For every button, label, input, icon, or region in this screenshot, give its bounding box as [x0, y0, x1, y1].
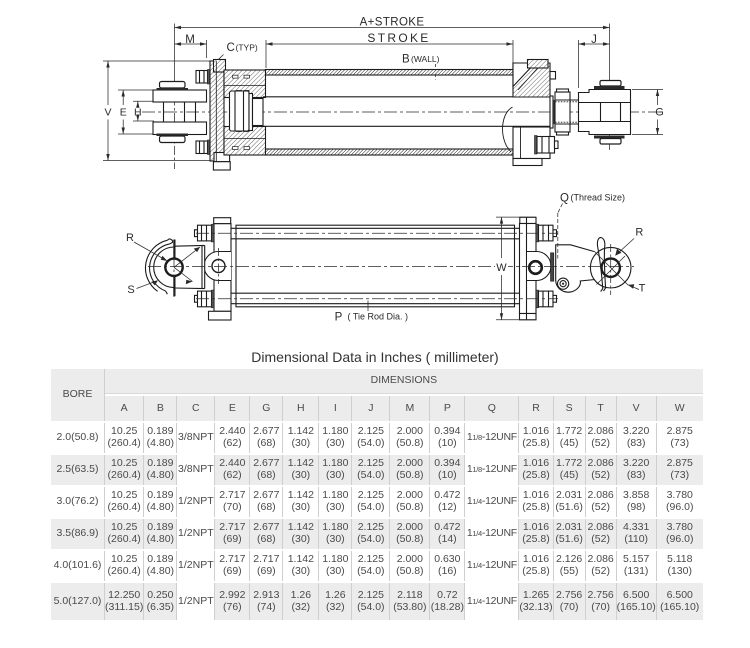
svg-text:STROKE: STROKE: [367, 31, 430, 45]
svg-text:B: B: [402, 54, 410, 66]
svg-text:P: P: [335, 312, 343, 324]
svg-text:R: R: [126, 232, 134, 244]
svg-text:G: G: [655, 107, 664, 119]
svg-text:Q: Q: [560, 193, 569, 205]
svg-text:T: T: [639, 283, 646, 295]
svg-text:S: S: [127, 284, 134, 296]
svg-text:W: W: [496, 262, 507, 274]
svg-text:J: J: [591, 34, 597, 46]
svg-text:(TYP): (TYP): [236, 43, 258, 53]
svg-text:R: R: [635, 227, 643, 239]
svg-text:E: E: [120, 106, 127, 118]
svg-text:(Thread Size): (Thread Size): [571, 193, 626, 203]
svg-text:( Tie Rod Dia. ): ( Tie Rod Dia. ): [348, 312, 409, 322]
svg-text:V: V: [104, 106, 111, 118]
svg-text:A+STROKE: A+STROKE: [360, 17, 425, 29]
svg-text:(WALL): (WALL): [411, 54, 440, 64]
svg-text:H: H: [134, 106, 142, 118]
svg-text:M: M: [185, 34, 195, 46]
svg-text:C: C: [227, 42, 235, 54]
